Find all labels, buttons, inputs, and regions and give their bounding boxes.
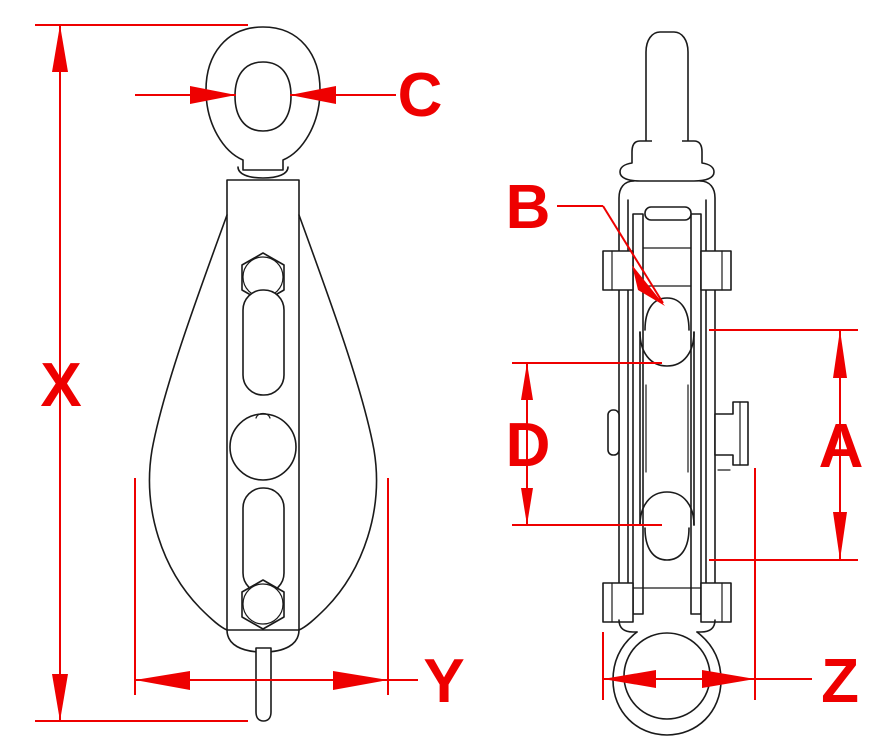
axle-nub-left (607, 409, 620, 456)
dimension-a-label: A (819, 412, 864, 481)
becket-ring-outer (612, 631, 722, 736)
yoke-bottom-right (696, 619, 716, 633)
bolt-head-top-left (602, 250, 634, 291)
yoke-outer-right (699, 180, 716, 621)
front-view-part (148, 26, 378, 722)
swivel-eye-inner-hole (234, 61, 292, 132)
shank-shoulder-collar (619, 140, 715, 182)
dimension-z-label: Z (821, 647, 859, 716)
dimension-a: A (709, 329, 864, 561)
sheave-bottom-arc (644, 527, 690, 561)
dimension-z-arrow-left (603, 670, 656, 688)
dimension-y: Y (134, 478, 465, 716)
swivel-eye-outer (205, 26, 321, 171)
dimension-y-label: Y (423, 647, 464, 716)
dimension-x-label: X (40, 351, 81, 420)
dimension-b-leader-diagonal (602, 205, 664, 304)
dimension-a-arrow-bottom (833, 512, 847, 560)
center-axle-boss (229, 413, 297, 481)
dimension-a-arrow-top (833, 330, 847, 378)
teardrop-outline-left (148, 214, 228, 631)
dimension-b-label: B (506, 173, 551, 242)
dimension-y-arrow-left (135, 671, 190, 690)
side-top-slot (644, 206, 692, 221)
eye-neck-collar (237, 166, 289, 179)
yoke-outer-left (618, 180, 635, 621)
dimension-x-arrow-bottom (52, 674, 68, 721)
strap-right (690, 213, 702, 615)
dimension-z-arrow-right (702, 670, 755, 688)
bolt-head-top-right (700, 250, 732, 291)
side-view-part (602, 31, 749, 736)
dimension-c-arrow-right (290, 86, 336, 104)
dimension-c-label: C (398, 61, 443, 130)
dimension-x: X (35, 24, 248, 722)
yoke-bottom-left (618, 619, 638, 633)
dimension-c: C (135, 61, 442, 130)
bolt-head-bottom-left (602, 582, 634, 623)
dimension-d-arrow-bottom (521, 488, 533, 525)
dimension-c-arrow-left (190, 86, 236, 104)
hex-bolt-circle-bottom (242, 583, 284, 625)
axle-boss-tab (255, 412, 271, 419)
sheave-bottom-groove (639, 491, 695, 526)
becket-tail-pin (255, 647, 272, 722)
sheave-top-groove (639, 331, 695, 367)
lower-slot (242, 487, 285, 594)
sheave-top-arc (644, 297, 690, 331)
teardrop-outline-right (298, 214, 378, 631)
dimension-b-arrowhead (632, 265, 665, 306)
hex-bolt-head-bottom (241, 579, 285, 630)
dimension-x-arrow-top (52, 25, 68, 72)
dimension-d-label: D (506, 411, 551, 480)
dimension-d-arrow-top (521, 363, 533, 400)
dimension-y-arrow-right (333, 671, 388, 690)
dimension-z: Z (602, 468, 859, 716)
dimension-b: B (506, 173, 665, 306)
upper-slot (242, 289, 285, 396)
dimension-d: D (506, 362, 662, 526)
bolt-head-bottom-right (700, 582, 732, 623)
